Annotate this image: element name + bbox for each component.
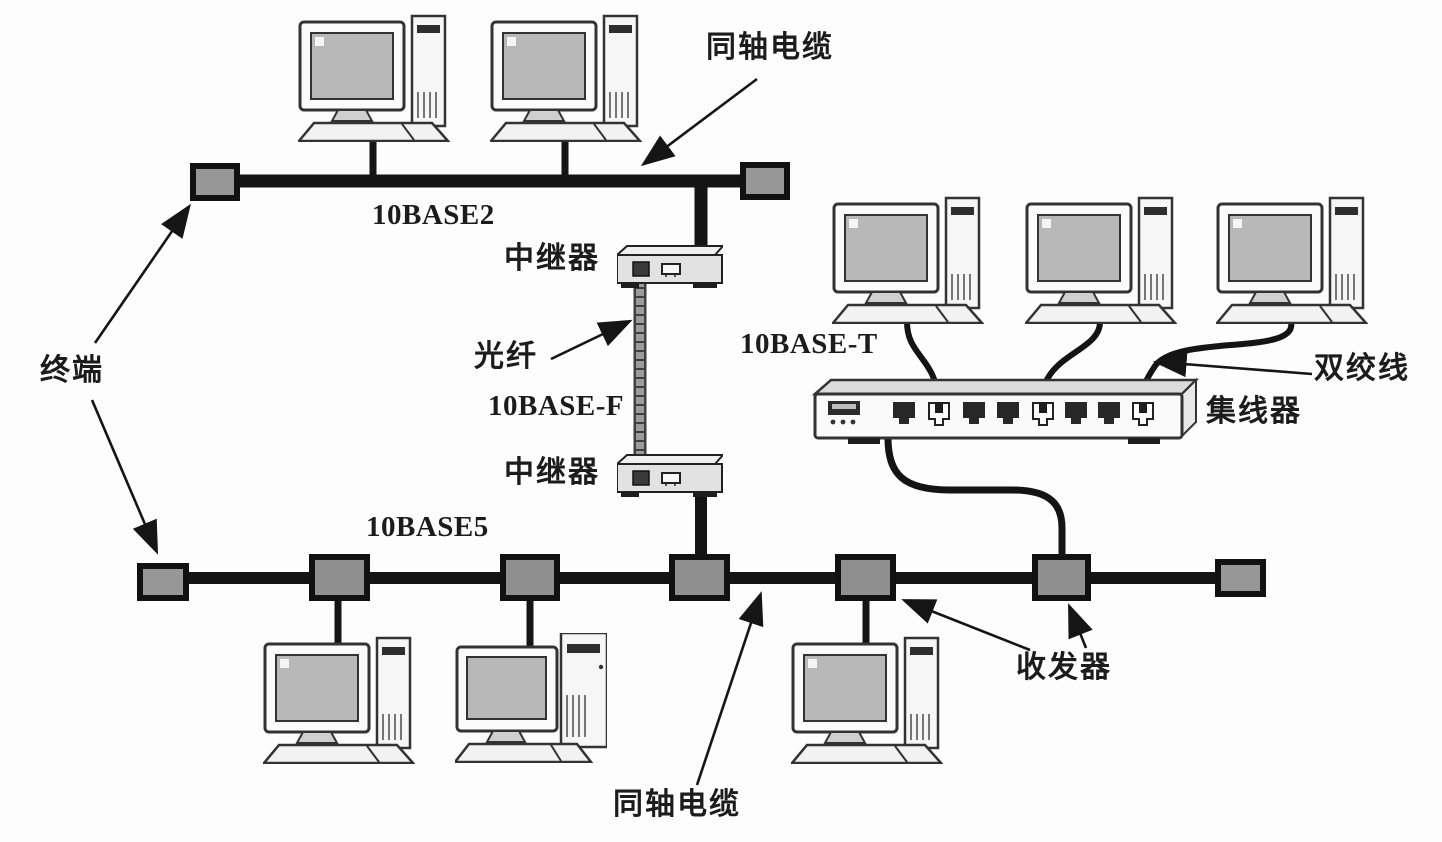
annotation-arrow <box>90 399 159 555</box>
pc-icon <box>455 633 607 763</box>
pc-icon <box>1216 196 1368 324</box>
terminator-icon <box>137 563 189 601</box>
label-twisted-pair: 双绞线 <box>1314 352 1410 385</box>
annotation-arrow <box>640 77 758 167</box>
annotation-arrow <box>1152 351 1313 378</box>
label-hub: 集线器 <box>1206 395 1302 428</box>
pc-icon <box>832 196 984 324</box>
hub-to-bus-cable <box>884 437 1066 556</box>
pc-icon <box>263 636 415 764</box>
hub-icon <box>811 377 1200 444</box>
annotation-arrow <box>93 203 191 344</box>
terminator-icon <box>740 162 790 200</box>
repeater-top-icon <box>617 245 723 289</box>
annotation-arrow <box>695 591 764 786</box>
pc-icon <box>490 14 642 142</box>
terminator-icon <box>190 163 240 201</box>
transceiver-icon <box>500 554 560 601</box>
terminator-icon <box>1215 559 1266 597</box>
label-coax-bottom: 同轴电缆 <box>613 788 741 821</box>
annotation-arrows <box>90 77 1313 786</box>
bus-10base5 <box>137 554 1266 650</box>
transceiver-icon <box>835 554 896 601</box>
pc-icon <box>1025 196 1177 324</box>
bus-10base2 <box>190 140 790 201</box>
label-10base5: 10BASE5 <box>366 511 489 543</box>
label-10base-t: 10BASE-T <box>740 328 878 360</box>
pc-icon <box>298 14 450 142</box>
annotation-arrow <box>550 319 633 361</box>
label-terminator: 终端 <box>40 354 104 387</box>
repeater-bottom-icon <box>617 454 723 498</box>
label-10base-f: 10BASE-F <box>488 390 625 422</box>
transceiver-icon <box>309 554 370 601</box>
transceiver-icon <box>669 554 730 601</box>
label-transceiver: 收发器 <box>1016 651 1112 684</box>
annotation-arrow <box>1068 603 1093 649</box>
transceiver-icon <box>1032 554 1091 601</box>
label-fiber: 光纤 <box>474 340 538 373</box>
label-coax-top: 同轴电缆 <box>706 31 834 64</box>
label-repeater-bottom: 中继器 <box>504 456 600 489</box>
pc-icon <box>791 636 943 764</box>
annotation-arrow <box>901 599 1031 652</box>
label-repeater-top: 中继器 <box>504 242 600 275</box>
label-10base2: 10BASE2 <box>372 199 495 231</box>
